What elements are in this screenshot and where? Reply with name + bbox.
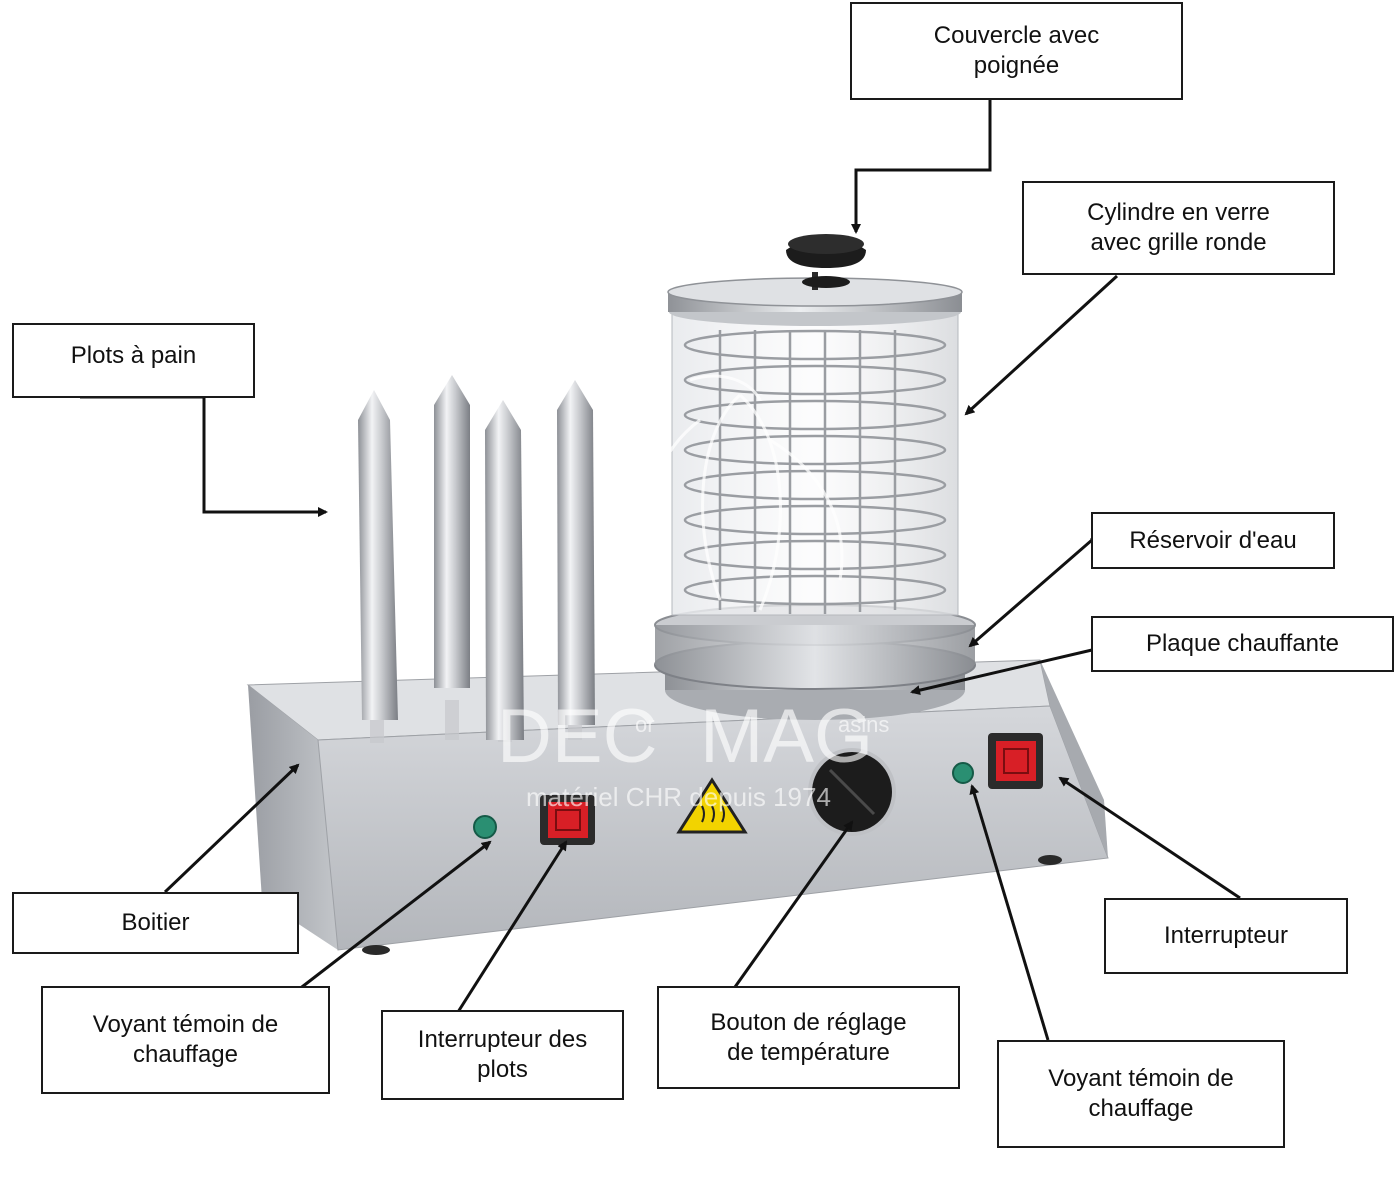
arrow-interrupteur-plots — [456, 840, 568, 1013]
temperature-knob-icon — [808, 748, 896, 836]
watermark-logo: DEC or MAG asins matériel CHR depuis 197… — [497, 374, 889, 812]
label-reservoir: Réservoir d'eau — [1091, 512, 1335, 569]
label-interrupteur-plots: Interrupteur des plots — [381, 1010, 624, 1100]
arrow-boitier — [163, 763, 300, 894]
arrow-plots — [80, 395, 328, 517]
watermark-brand-1: DEC — [497, 694, 657, 779]
arrow-cylindre — [964, 274, 1119, 416]
switch-plots-icon — [540, 795, 595, 845]
arrow-bouton — [733, 820, 854, 988]
indicator-light-left — [473, 815, 497, 839]
watermark-brand-small-2: asins — [838, 712, 889, 737]
controls — [473, 733, 1043, 845]
switch-main-icon — [988, 733, 1043, 789]
hot-surface-warning-icon — [676, 777, 748, 834]
label-boitier: Boitier — [12, 892, 299, 954]
label-cylindre: Cylindre en verre avec grille ronde — [1022, 181, 1335, 275]
watermark-brand-small-1: or — [635, 712, 655, 737]
lid-handle-icon — [786, 234, 866, 290]
label-plots: Plots à pain — [12, 323, 255, 398]
watermark-brand-2: MAG — [700, 694, 873, 779]
arrow-couvercle — [851, 100, 992, 234]
indicator-light-right — [952, 762, 974, 784]
bread-pins — [358, 375, 595, 740]
arrow-voyant-left — [297, 840, 492, 992]
cylinder-assembly — [654, 234, 976, 720]
label-bouton: Bouton de réglage de température — [657, 986, 960, 1089]
arrow-interrupteur — [1058, 776, 1241, 900]
label-interrupteur: Interrupteur — [1104, 898, 1348, 974]
label-couvercle: Couvercle avec poignée — [850, 2, 1183, 100]
label-voyant-left: Voyant témoin de chauffage — [41, 986, 330, 1094]
arrow-plaque — [910, 648, 1093, 696]
watermark-tagline: matériel CHR depuis 1974 — [526, 782, 831, 812]
arrow-reservoir — [968, 538, 1094, 648]
label-voyant-right: Voyant témoin de chauffage — [997, 1040, 1285, 1148]
arrow-voyant-right — [969, 784, 1050, 1041]
label-plaque: Plaque chauffante — [1091, 616, 1394, 672]
